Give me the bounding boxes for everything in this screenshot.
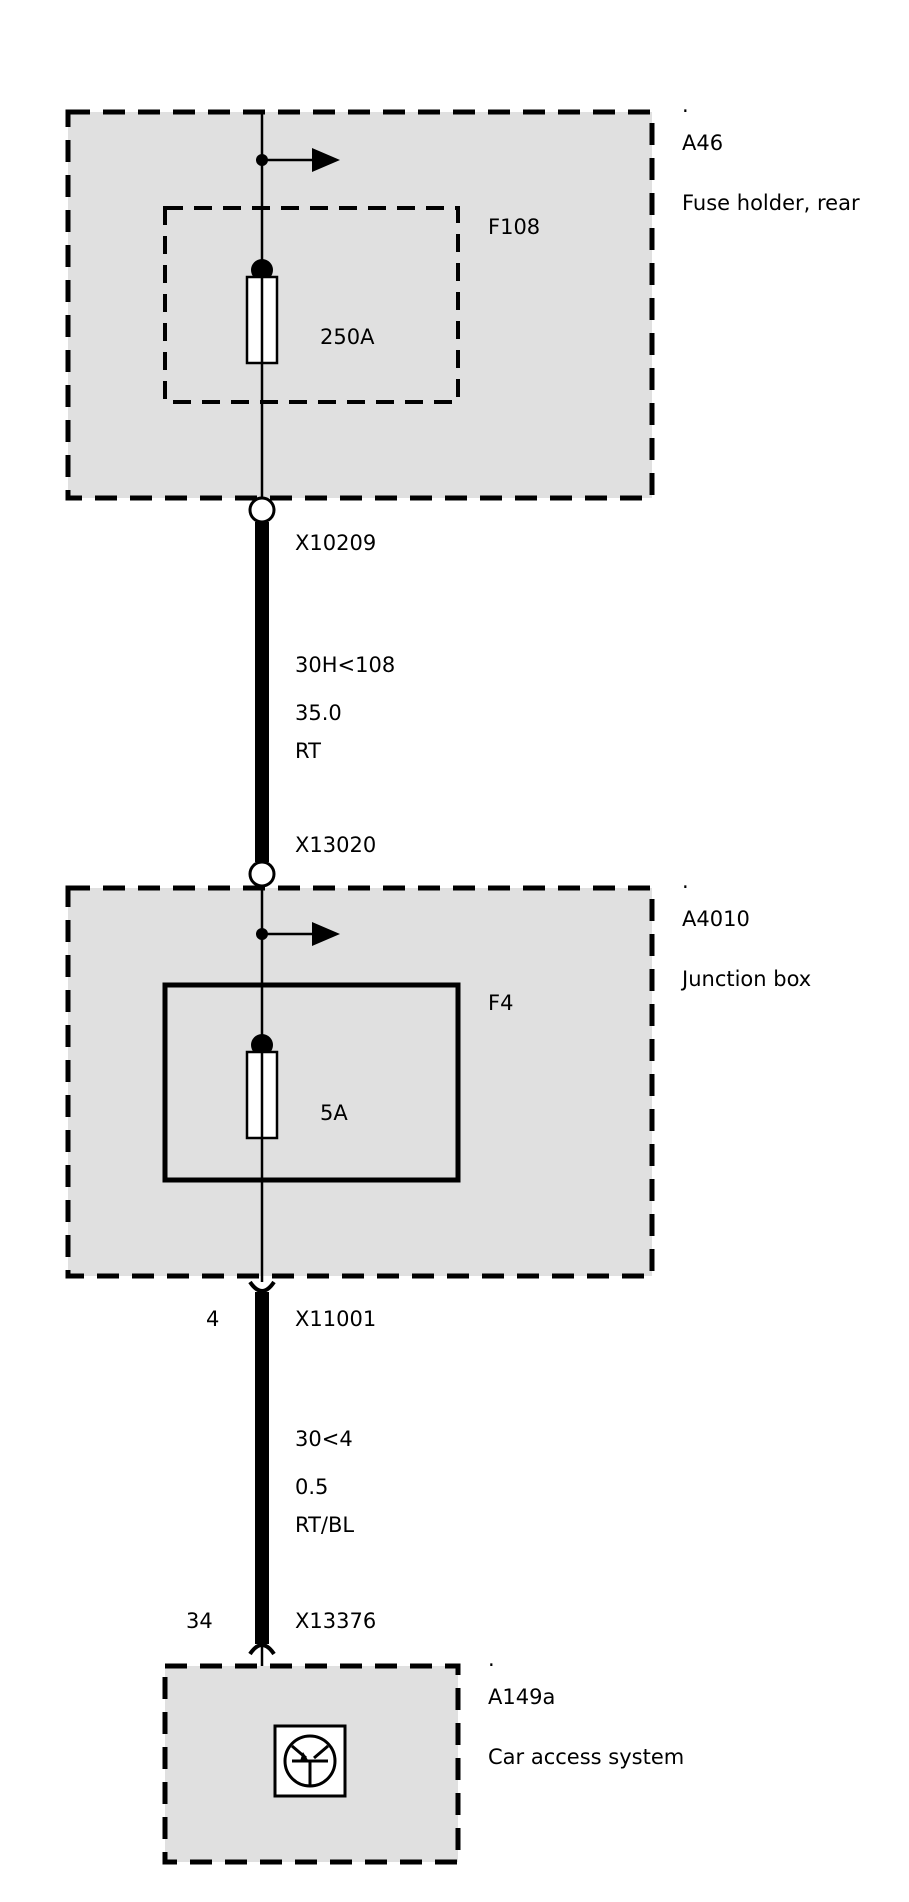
fuse-f4-box bbox=[162, 982, 461, 1183]
fuse-f4-rating: 5A bbox=[320, 1101, 348, 1125]
branch-arrow-icon-a46 bbox=[312, 148, 340, 172]
wire-30-4-size: 0.5 bbox=[295, 1475, 328, 1499]
connector-x11001-pin: 4 bbox=[206, 1307, 219, 1331]
module-a46-dot: . bbox=[682, 93, 689, 117]
connector-x11001-icon bbox=[248, 1280, 276, 1293]
connector-x13376-pin: 34 bbox=[186, 1609, 213, 1633]
connector-x10209-label: X10209 bbox=[295, 531, 376, 555]
fuse-f4-label: F4 bbox=[488, 991, 513, 1015]
module-a149a-description: Car access system bbox=[488, 1745, 684, 1769]
fuse-f108-rating: 250A bbox=[320, 325, 375, 349]
connector-x10209-icon bbox=[248, 496, 276, 524]
fuse-f108-label: F108 bbox=[488, 215, 540, 239]
connector-x13376-label: X13376 bbox=[295, 1609, 376, 1633]
wire-30-4-signal: 30<4 bbox=[295, 1427, 353, 1451]
wire-30h-108-color: RT bbox=[295, 739, 321, 763]
module-a46-description: Fuse holder, rear bbox=[682, 191, 860, 215]
fuse-f108-box bbox=[163, 206, 460, 404]
module-a4010-label: A4010 bbox=[682, 907, 750, 931]
wire-30-4-color: RT/BL bbox=[295, 1513, 354, 1537]
module-a46-box bbox=[65, 109, 655, 501]
module-a149a-dot: . bbox=[488, 1647, 495, 1671]
module-a4010-dot: . bbox=[682, 869, 689, 893]
branch-arrow-icon-a4010 bbox=[312, 922, 340, 946]
module-a46-label: A46 bbox=[682, 131, 723, 155]
wire-30h-108-signal: 30H<108 bbox=[295, 653, 395, 677]
connector-x11001-label: X11001 bbox=[295, 1307, 376, 1331]
transistor-icon bbox=[273, 1724, 347, 1798]
wire-30h-108-size: 35.0 bbox=[295, 701, 342, 725]
module-a4010-description: Junction box bbox=[680, 967, 811, 991]
connector-x13020-icon bbox=[248, 860, 276, 888]
module-a4010-box bbox=[65, 885, 655, 1279]
connector-x13020-label: X13020 bbox=[295, 833, 376, 857]
module-a149a-label: A149a bbox=[488, 1685, 555, 1709]
